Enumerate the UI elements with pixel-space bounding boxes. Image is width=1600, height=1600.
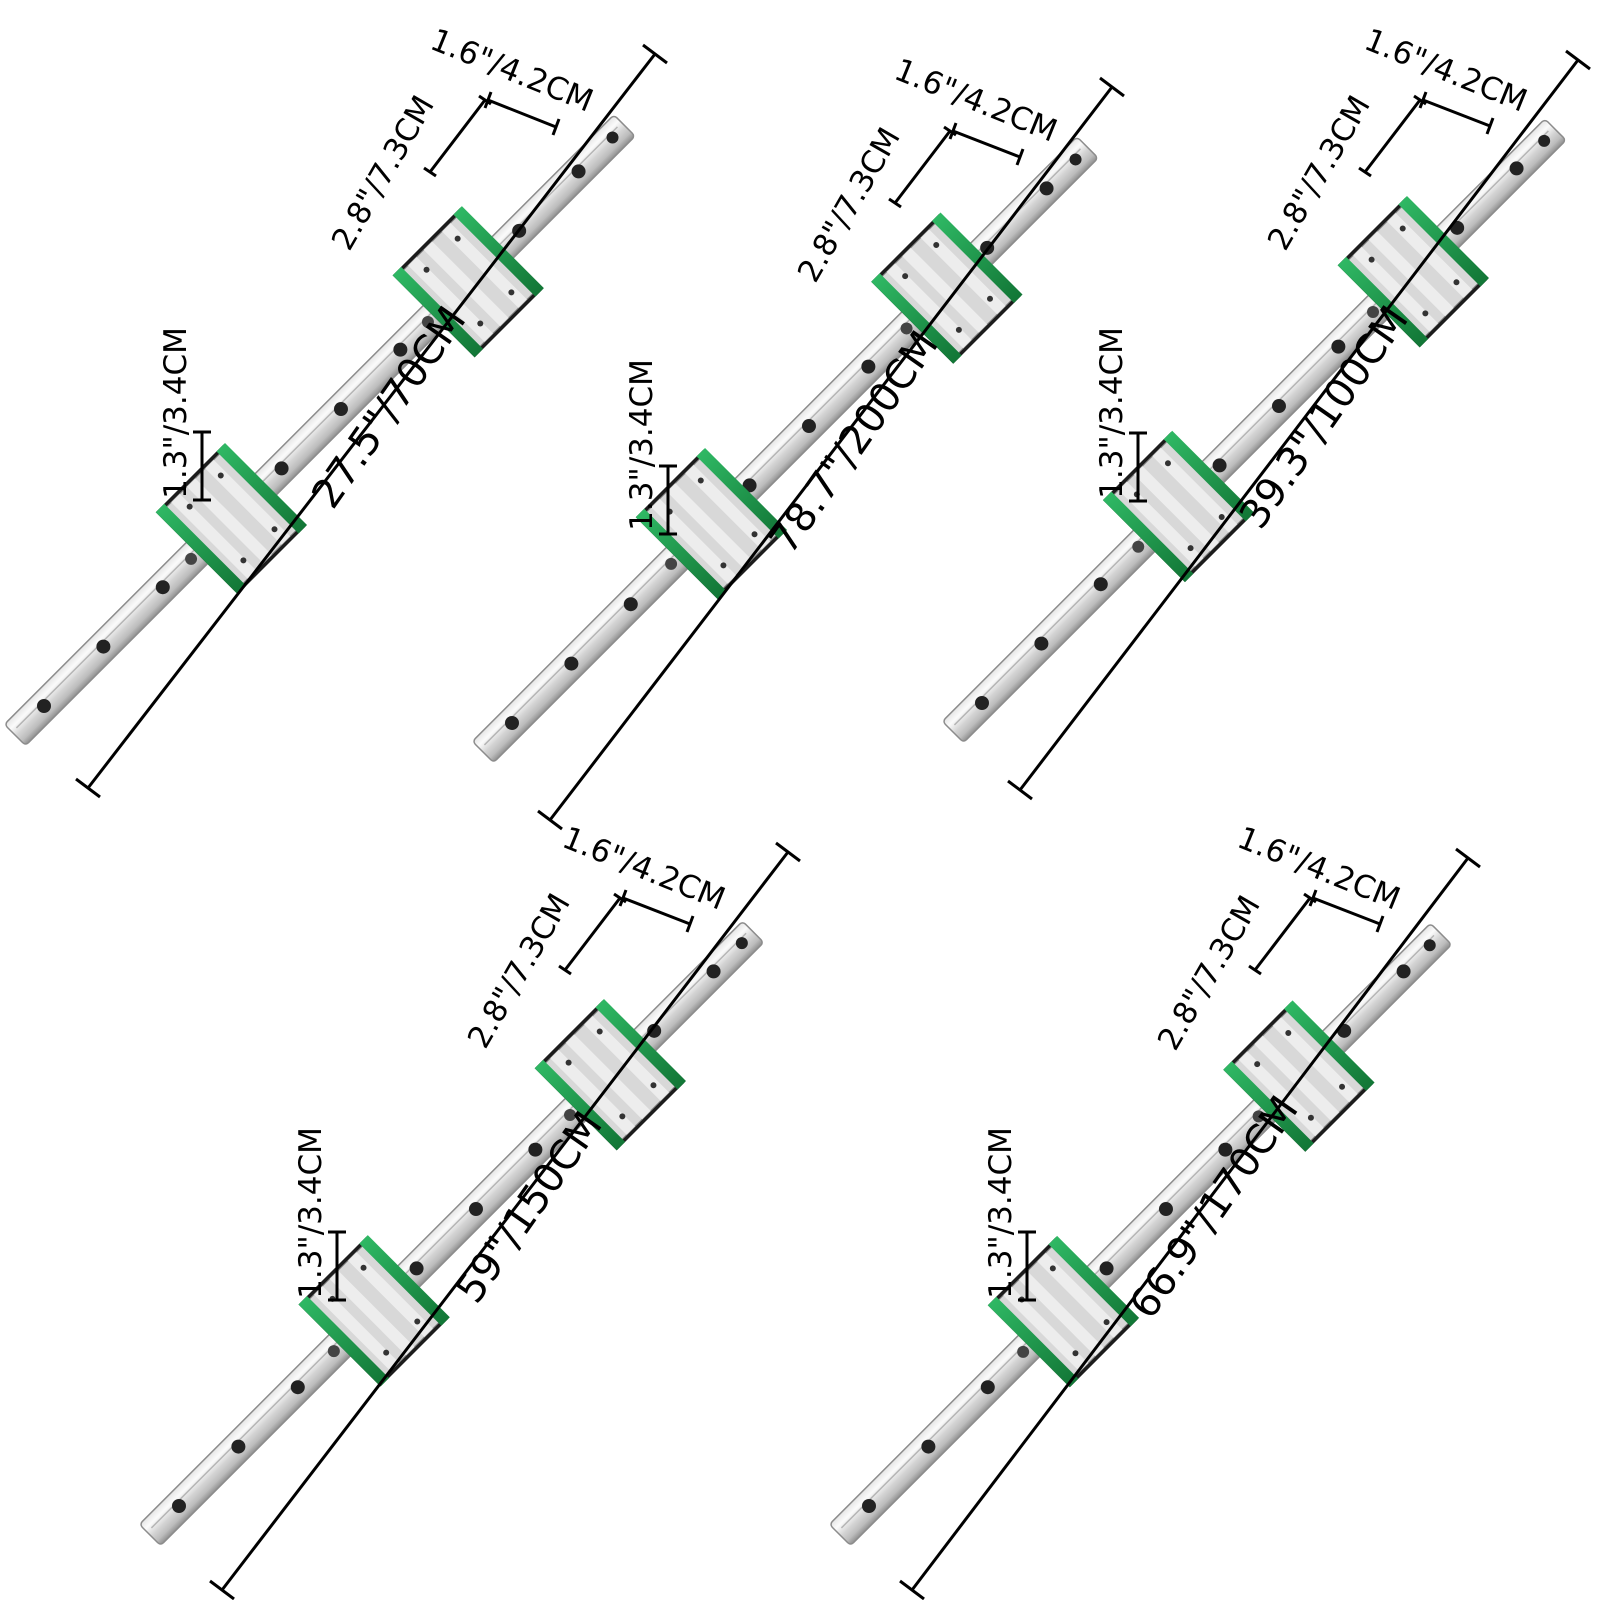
grease-nipple (1132, 540, 1145, 553)
block-width-label: 1.6"/4.2CM (1359, 22, 1532, 120)
rail-body (830, 924, 1451, 1545)
length-dimension (75, 43, 668, 799)
block-width-dimension (1418, 91, 1495, 135)
block-height-dimension (1018, 1230, 1036, 1302)
block-length-label: 2.8"/7.3CM (461, 888, 578, 1055)
block-width-label: 1.6"/4.2CM (425, 22, 598, 120)
carriage-block-upper (392, 206, 544, 358)
rail-assembly-2: 78.7"/200CM 2.8"/7.3CM 1.6"/4.2CM 1.3"/3… (473, 52, 1125, 831)
carriage-block-upper (1337, 196, 1489, 348)
block-height-dimension (328, 1230, 346, 1302)
block-width-label: 1.6"/4.2CM (889, 52, 1062, 150)
length-dimension (899, 847, 1481, 1600)
block-length-label: 2.8"/7.3CM (1261, 90, 1378, 257)
grease-nipple (185, 552, 198, 565)
block-height-label: 1.3"/3.4CM (293, 1127, 329, 1299)
grease-nipple (564, 1108, 577, 1121)
grease-nipple (421, 316, 434, 329)
grease-nipple (900, 322, 913, 335)
carriage-block-upper (534, 999, 686, 1151)
grease-nipple (665, 557, 678, 570)
length-dimension (209, 841, 801, 1600)
carriage-block-upper (871, 212, 1023, 364)
grease-nipple (1252, 1110, 1265, 1123)
block-height-dimension (659, 464, 677, 536)
block-width-label: 1.6"/4.2CM (557, 820, 730, 918)
rail-body (140, 922, 763, 1545)
block-length-label: 2.8"/7.3CM (325, 90, 442, 257)
rail-assembly-5: 66.9"/170CM 2.8"/7.3CM 1.6"/4.2CM 1.3"/3… (830, 820, 1481, 1600)
rail-assembly-4: 59"/150CM 2.8"/7.3CM 1.6"/4.2CM 1.3"/3.4… (140, 820, 801, 1600)
rail-assembly-1: 27.5"/70CM 2.8"/7.3CM 1.6"/4.2CM 1.3"/3.… (5, 22, 668, 799)
block-width-dimension (483, 91, 561, 136)
grease-nipple (327, 1345, 340, 1358)
block-height-label: 1.3"/3.4CM (983, 1127, 1019, 1299)
block-height-dimension (1129, 431, 1147, 503)
grease-nipple (1017, 1345, 1030, 1358)
block-length-dimension (1358, 94, 1427, 178)
rail-assembly-3: 39.3"/100CM 2.8"/7.3CM 1.6"/4.2CM 1.3"/3… (943, 22, 1591, 801)
block-width-dimension (1308, 889, 1385, 933)
block-length-dimension (423, 94, 492, 178)
length-dimension (537, 76, 1125, 831)
carriage-block-upper (1223, 1000, 1375, 1152)
block-width-dimension (618, 889, 695, 933)
length-dimension (1007, 49, 1591, 801)
block-length-dimension (888, 125, 957, 209)
block-length-dimension (558, 892, 627, 976)
block-height-label: 1.3"/3.4CM (158, 327, 194, 499)
block-length-dimension (1248, 892, 1317, 976)
block-length-label: 2.8"/7.3CM (1151, 890, 1268, 1057)
block-height-label: 1.3"/3.4CM (1094, 327, 1130, 499)
grease-nipple (1367, 305, 1380, 318)
block-height-dimension (193, 430, 211, 502)
block-width-dimension (948, 122, 1025, 166)
block-height-label: 1.3"/3.4CM (624, 359, 660, 531)
